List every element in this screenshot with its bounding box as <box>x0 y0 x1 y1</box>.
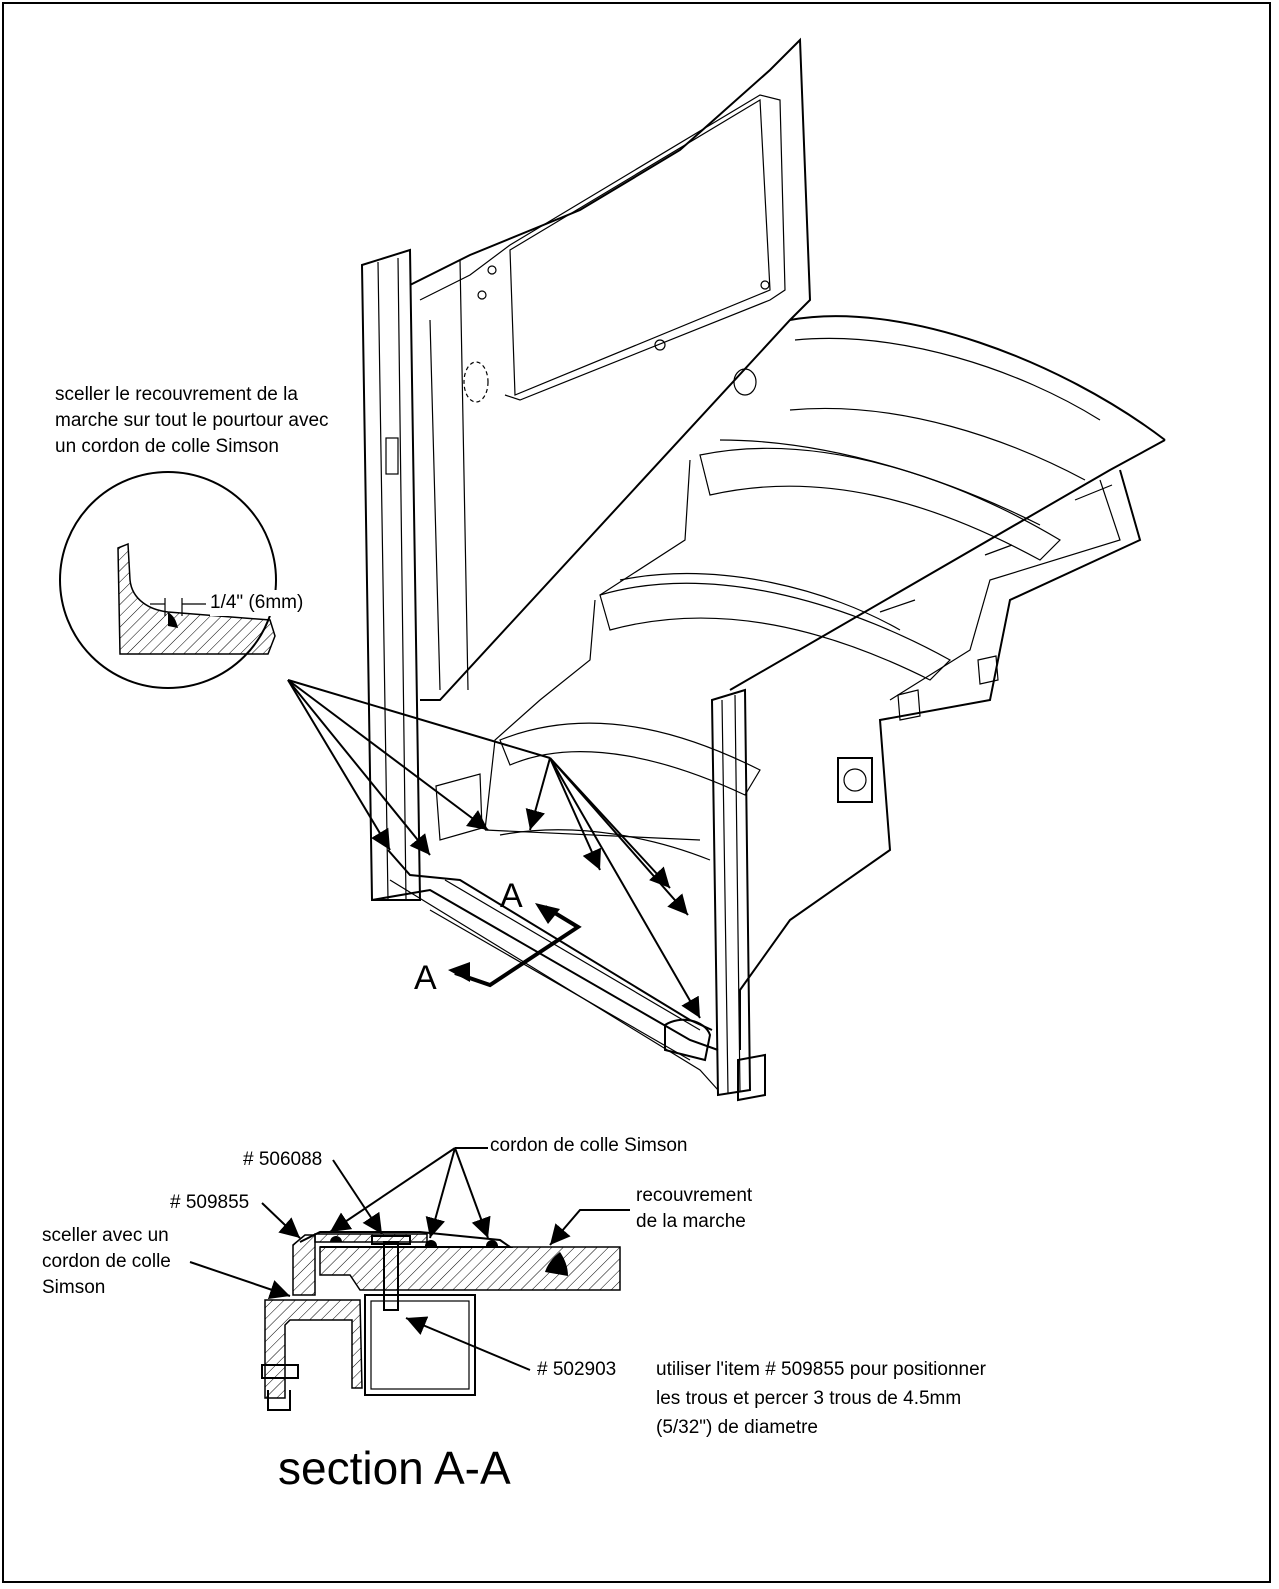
glue-bead-label: cordon de colle Simson <box>490 1135 688 1156</box>
section-marker-lower: A <box>414 959 437 997</box>
seal-note-line-2: marche sur tout le pourtour avec <box>55 410 329 431</box>
drill-note-line-1: utiliser l'item # 509855 pour positionne… <box>656 1359 986 1380</box>
step-cover-line-1: recouvrement <box>636 1185 753 1206</box>
seal-note-line-3: un cordon de colle Simson <box>55 436 279 457</box>
step-cover-line-2: de la marche <box>636 1211 746 1232</box>
seal-with-glue-line-2: cordon de colle <box>42 1251 171 1272</box>
section-marker-upper: A <box>500 877 523 915</box>
detail-magnifier <box>59 471 277 689</box>
seal-with-glue-line-1: sceller avec un <box>42 1225 169 1246</box>
part-509855-label: # 509855 <box>170 1192 250 1213</box>
drill-note-line-3: (5/32") de diametre <box>656 1417 818 1438</box>
section-title: section A-A <box>278 1442 511 1494</box>
drill-note-line-2: les trous et percer 3 trous de 4.5mm <box>656 1388 962 1409</box>
seal-note-line-1: sceller le recouvrement de la <box>55 384 298 405</box>
section-a-a-view <box>189 1147 630 1411</box>
seal-with-glue-line-3: Simson <box>42 1277 106 1298</box>
step-assembly-view <box>287 37 1166 1102</box>
detail-dimension: 1/4" (6mm) <box>210 590 304 616</box>
part-502903-label: # 502903 <box>537 1359 617 1380</box>
part-506088-label: # 506088 <box>243 1149 323 1170</box>
